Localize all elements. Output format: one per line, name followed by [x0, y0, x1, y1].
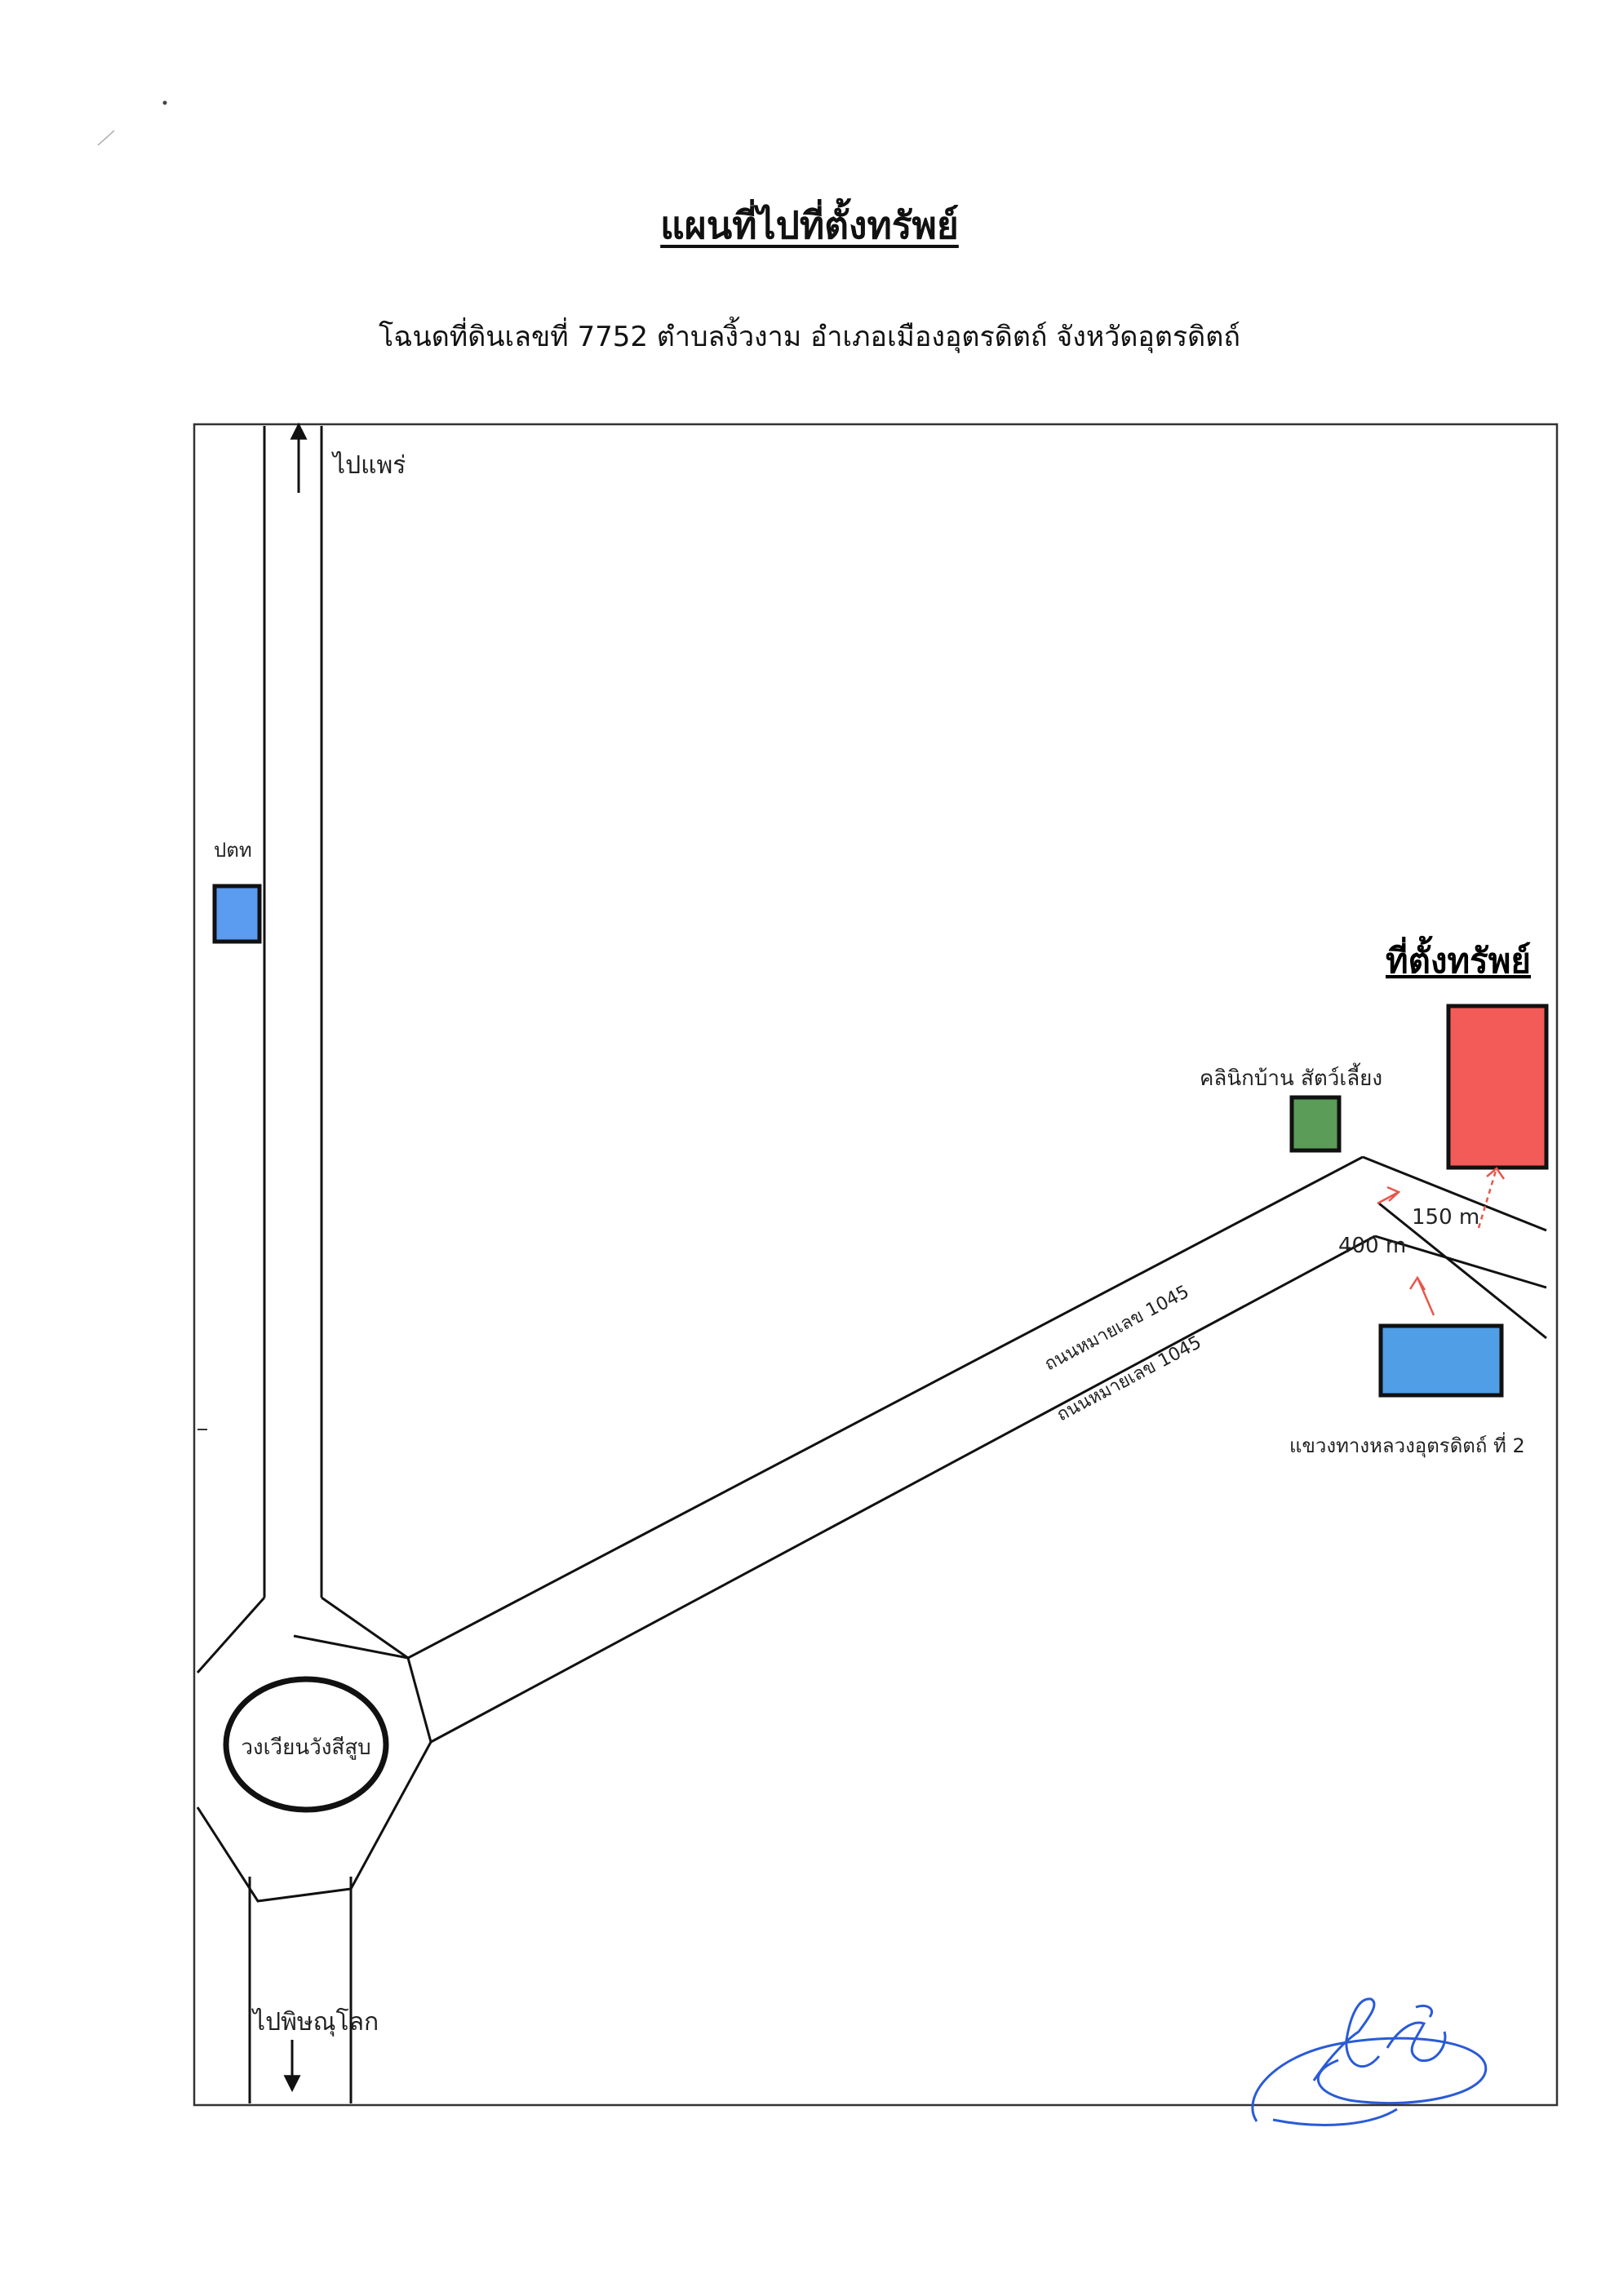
road-north: [263, 426, 323, 1598]
roundabout-ring: [196, 1634, 432, 1903]
scan-mark: [97, 130, 115, 146]
road-south: [248, 1877, 353, 2103]
north-direction-label: ไปแพร่: [331, 450, 406, 480]
route-arrows: [1377, 1167, 1506, 1316]
signature: [1251, 1997, 1488, 2126]
distance-400-label: 400 m: [1338, 1234, 1406, 1258]
property-marker: [1446, 1004, 1549, 1170]
route-arrow-dashed-icon: [1477, 1170, 1497, 1229]
roundabout-label: วงเวียนวังสีสูบ: [241, 1735, 370, 1760]
road-junction: [196, 1596, 409, 1673]
road-1045: [407, 1155, 1547, 1744]
south-direction-label: ไปพิษณุโลก: [251, 2007, 379, 2037]
highway-office-label: แขวงทางหลวงอุตรดิตถ์ ที่ 2: [1289, 1432, 1525, 1458]
scan-dot: [162, 100, 167, 105]
map-frame: [193, 423, 1559, 2107]
map-title: แผนที่ไปที่ตั้งทรัพย์: [660, 203, 959, 247]
gas-station-marker: [212, 884, 262, 944]
route-arrow-dashed-head-icon: [1486, 1167, 1506, 1180]
pet-clinic-marker: [1289, 1095, 1342, 1153]
pet-clinic-label: คลินิกบ้าน สัตว์เลี้ยง: [1200, 1062, 1382, 1091]
distance-150-label: 150 m: [1412, 1205, 1479, 1230]
gas-station-label: ปตท: [214, 839, 252, 862]
route-arrow-up-head-icon: [1408, 1275, 1426, 1291]
highway-office-marker: [1378, 1323, 1504, 1398]
property-title: ที่ตั้งทรัพย์: [1386, 935, 1531, 981]
route-arrow-head-icon: [1386, 1186, 1401, 1202]
map-subtitle: โฉนดที่ดินเลขที่ 7752 ตำบลงิ้วงาม อำเภอเ…: [379, 321, 1240, 353]
roundabout-circle: [223, 1676, 389, 1813]
route-arrow-icon: [1377, 1191, 1398, 1205]
